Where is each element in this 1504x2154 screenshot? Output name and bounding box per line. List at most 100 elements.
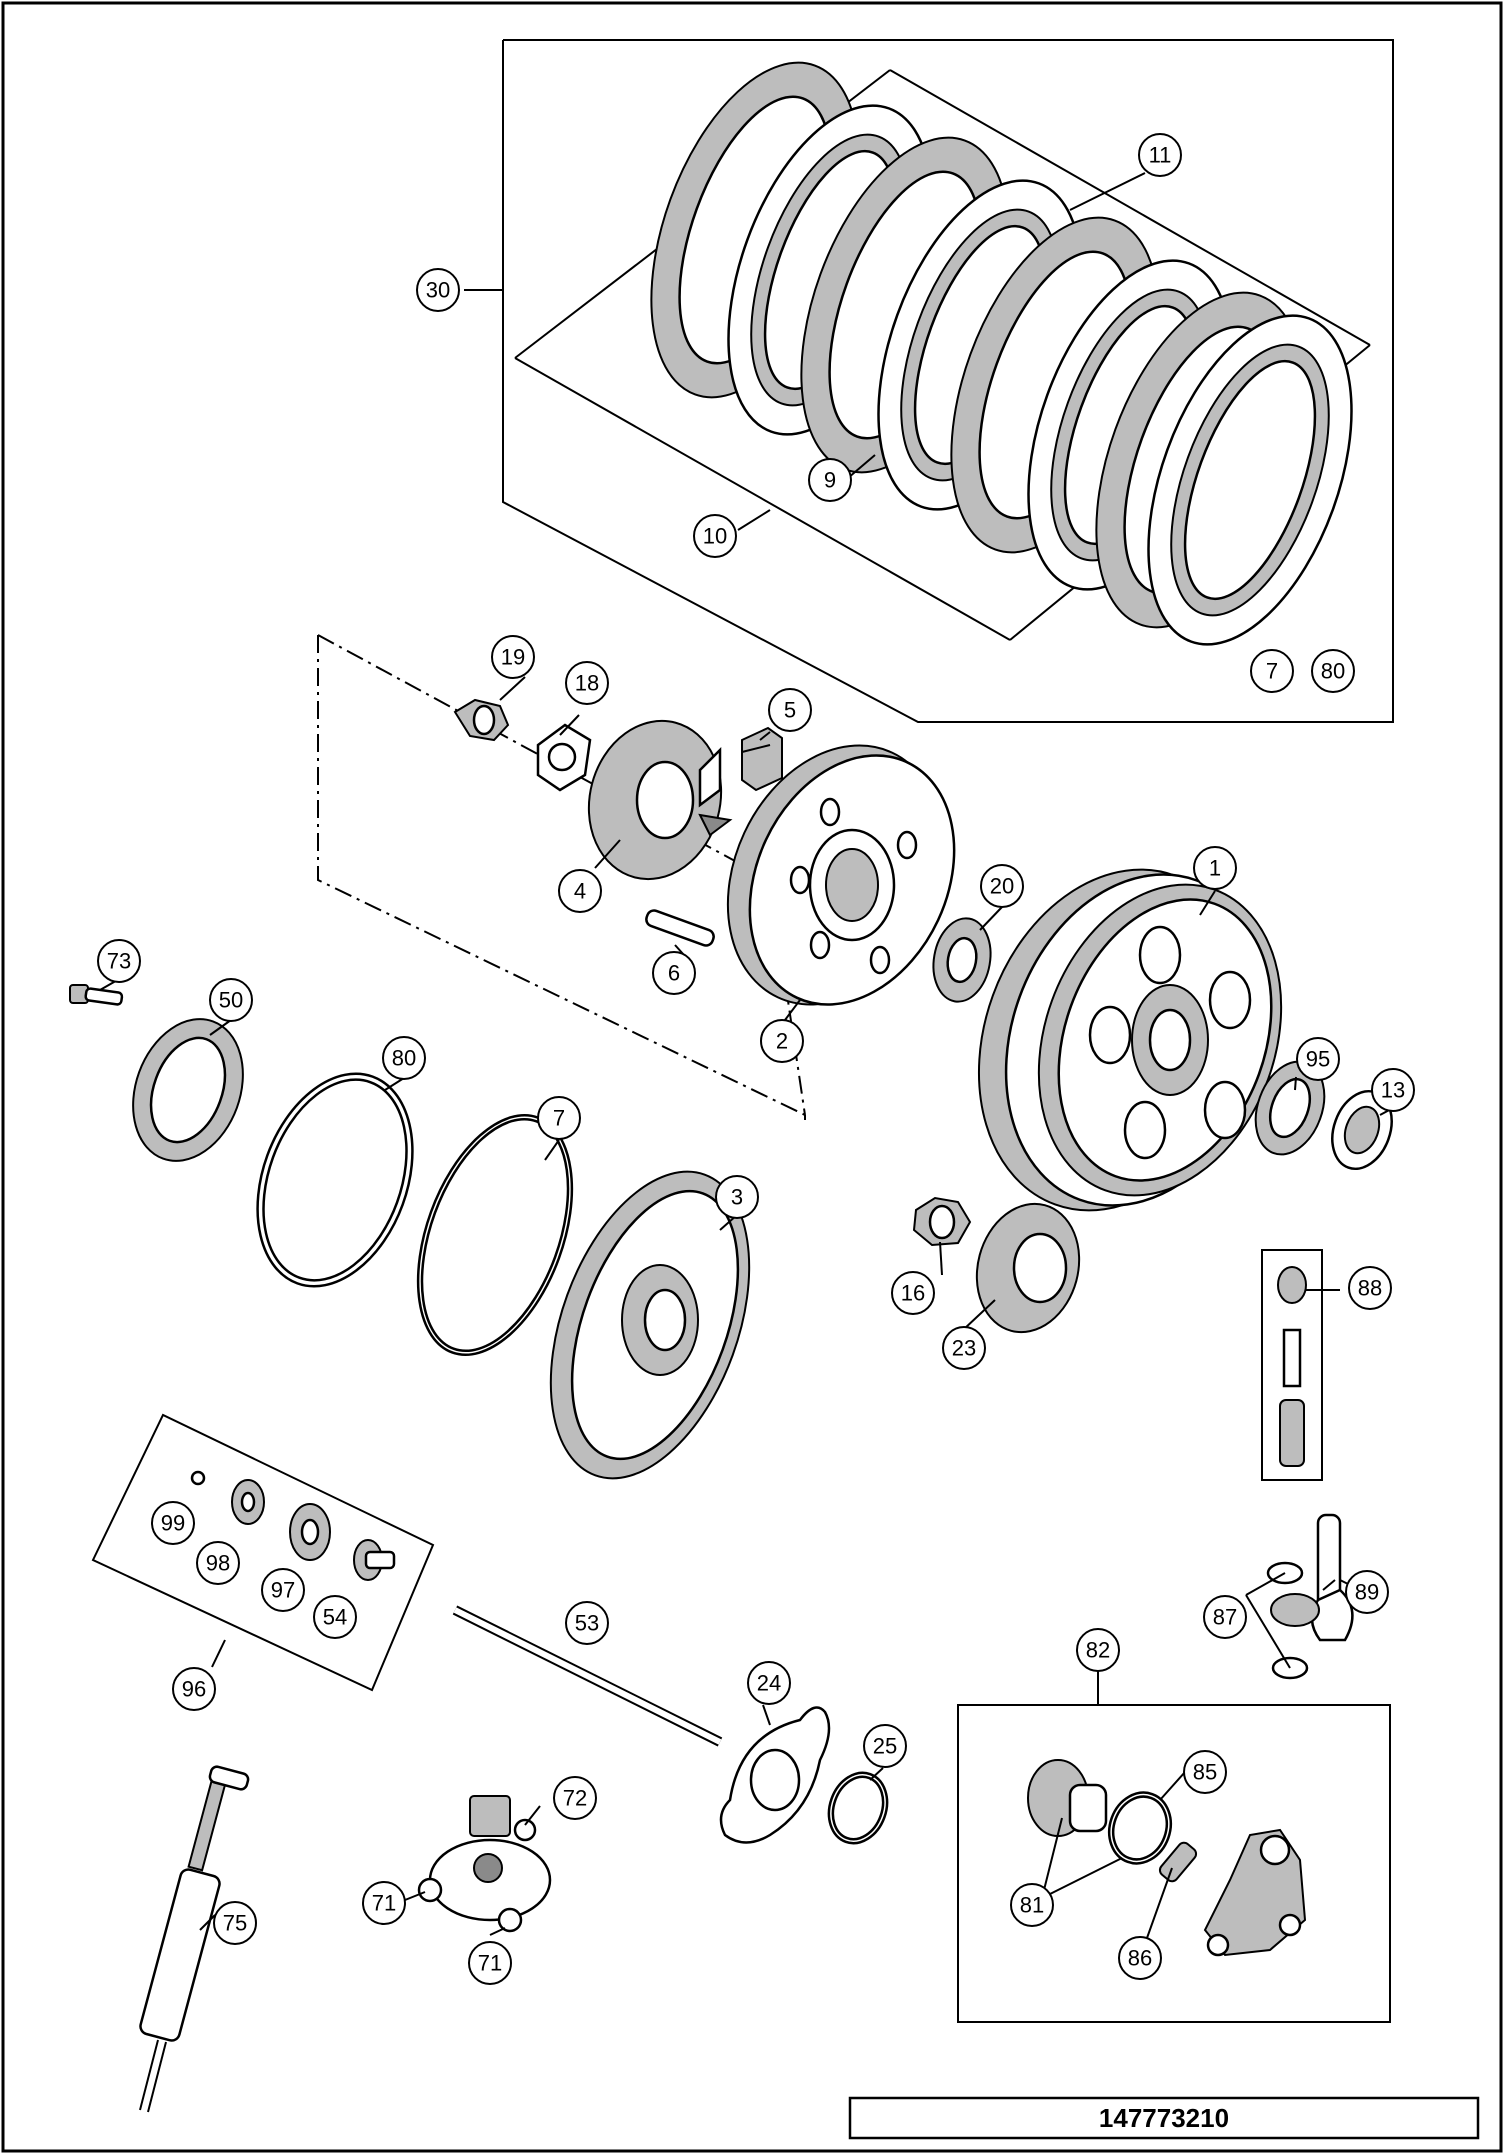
callout-30: 30 [416, 268, 460, 312]
callout-10-label: 10 [703, 524, 727, 549]
bushing-13 [1331, 1089, 1393, 1171]
callout-88-label: 88 [1358, 1276, 1382, 1301]
nut-16 [912, 1196, 972, 1247]
callout-7-kit-label: 7 [1266, 659, 1278, 684]
callout-71-bottom-label: 71 [478, 1951, 502, 1976]
leader-lines [99, 172, 1394, 1936]
diagram-code: 147773210 [1099, 2103, 1229, 2133]
callout-25: 25 [863, 1724, 907, 1768]
callout-18-label: 18 [575, 671, 599, 696]
callout-95: 95 [1296, 1037, 1340, 1081]
banjo-fitting-87 [1270, 1593, 1320, 1627]
callout-25-label: 25 [873, 1734, 897, 1759]
fitting-kit-88 [1261, 1249, 1340, 1481]
callout-97-label: 97 [271, 1578, 295, 1603]
callout-89-label: 89 [1355, 1580, 1379, 1605]
callout-86-label: 86 [1128, 1946, 1152, 1971]
disc-80 [256, 1072, 414, 1288]
callout-2-label: 2 [776, 1029, 788, 1054]
callout-87-label: 87 [1213, 1605, 1237, 1630]
callout-85-label: 85 [1193, 1760, 1217, 1785]
callout-19-label: 19 [501, 645, 525, 670]
callout-87: 87 [1203, 1595, 1247, 1639]
bearing-kit-96 [91, 1413, 435, 1692]
callout-96: 96 [172, 1667, 216, 1711]
callout-1-label: 1 [1209, 856, 1221, 881]
callout-3: 3 [715, 1175, 759, 1219]
clutch-damper-5 [741, 726, 783, 792]
callout-20-label: 20 [990, 874, 1014, 899]
callout-7: 7 [537, 1096, 581, 1140]
callout-1: 1 [1193, 846, 1237, 890]
callout-75-label: 75 [223, 1911, 247, 1936]
callout-53: 53 [565, 1601, 609, 1645]
callout-80: 80 [382, 1036, 426, 1080]
spring-plate-50 [132, 1018, 244, 1162]
callout-72: 72 [553, 1776, 597, 1820]
lock-washer-18 [536, 723, 592, 792]
callout-50-label: 50 [219, 988, 243, 1013]
steel-plate-4 [1147, 314, 1353, 646]
callout-23: 23 [942, 1326, 986, 1370]
callout-81-label: 81 [1020, 1893, 1044, 1918]
callout-13: 13 [1371, 1068, 1415, 1112]
callout-96-label: 96 [182, 1677, 206, 1702]
needle-bearing-95 [1254, 1060, 1326, 1156]
primary-gear-23 [975, 1202, 1081, 1334]
callout-20: 20 [980, 864, 1024, 908]
callout-24-label: 24 [757, 1671, 781, 1696]
callout-6-label: 6 [668, 961, 680, 986]
nut-19 [453, 698, 510, 742]
callout-54: 54 [313, 1595, 357, 1639]
screw-73 [69, 984, 124, 1006]
clutch-plates [650, 61, 1353, 646]
callout-9: 9 [808, 458, 852, 502]
callout-19: 19 [491, 635, 535, 679]
callout-95-label: 95 [1306, 1047, 1330, 1072]
callout-71-bottom: 71 [468, 1941, 512, 1985]
callout-18: 18 [565, 661, 609, 705]
callout-73-label: 73 [107, 949, 131, 974]
diagram-code-box: 147773210 [848, 2096, 1480, 2140]
callout-54-label: 54 [323, 1605, 347, 1630]
callout-30-label: 30 [426, 278, 450, 303]
callout-82-label: 82 [1086, 1638, 1110, 1663]
pressure-plate-3 [549, 1170, 751, 1480]
callout-98: 98 [196, 1541, 240, 1585]
callout-73: 73 [97, 939, 141, 983]
callout-99-label: 99 [161, 1511, 185, 1536]
callout-16-label: 16 [901, 1281, 925, 1306]
callout-6: 6 [652, 951, 696, 995]
inner-hub-2 [726, 744, 956, 1006]
callout-3-label: 3 [731, 1185, 743, 1210]
callout-24: 24 [747, 1661, 791, 1705]
callout-5-label: 5 [784, 698, 796, 723]
wire-ring-7 [416, 1114, 574, 1356]
grease-syringe-75 [139, 1765, 250, 2113]
callout-13-label: 13 [1381, 1078, 1405, 1103]
banjo-bolt-89 [1310, 1513, 1354, 1642]
thrust-washer-20 [932, 917, 992, 1003]
callout-53-label: 53 [575, 1611, 599, 1636]
o-ring-25 [827, 1771, 889, 1845]
callout-99: 99 [151, 1501, 195, 1545]
callout-82: 82 [1076, 1628, 1120, 1672]
gasket-24 [719, 1706, 831, 1844]
callout-88: 88 [1348, 1266, 1392, 1310]
callout-80-kit: 80 [1311, 649, 1355, 693]
callout-7-label: 7 [553, 1106, 565, 1131]
callout-10: 10 [693, 514, 737, 558]
callout-5: 5 [768, 688, 812, 732]
callout-97: 97 [261, 1568, 305, 1612]
callout-81: 81 [1010, 1883, 1054, 1927]
callout-11: 11 [1138, 133, 1182, 177]
callout-11-label: 11 [1149, 143, 1172, 168]
callout-71-left: 71 [362, 1881, 406, 1925]
callout-4-label: 4 [574, 879, 586, 904]
pin-6 [645, 909, 715, 947]
callout-7-kit: 7 [1250, 649, 1294, 693]
callout-75: 75 [213, 1901, 257, 1945]
callout-89: 89 [1345, 1570, 1389, 1614]
